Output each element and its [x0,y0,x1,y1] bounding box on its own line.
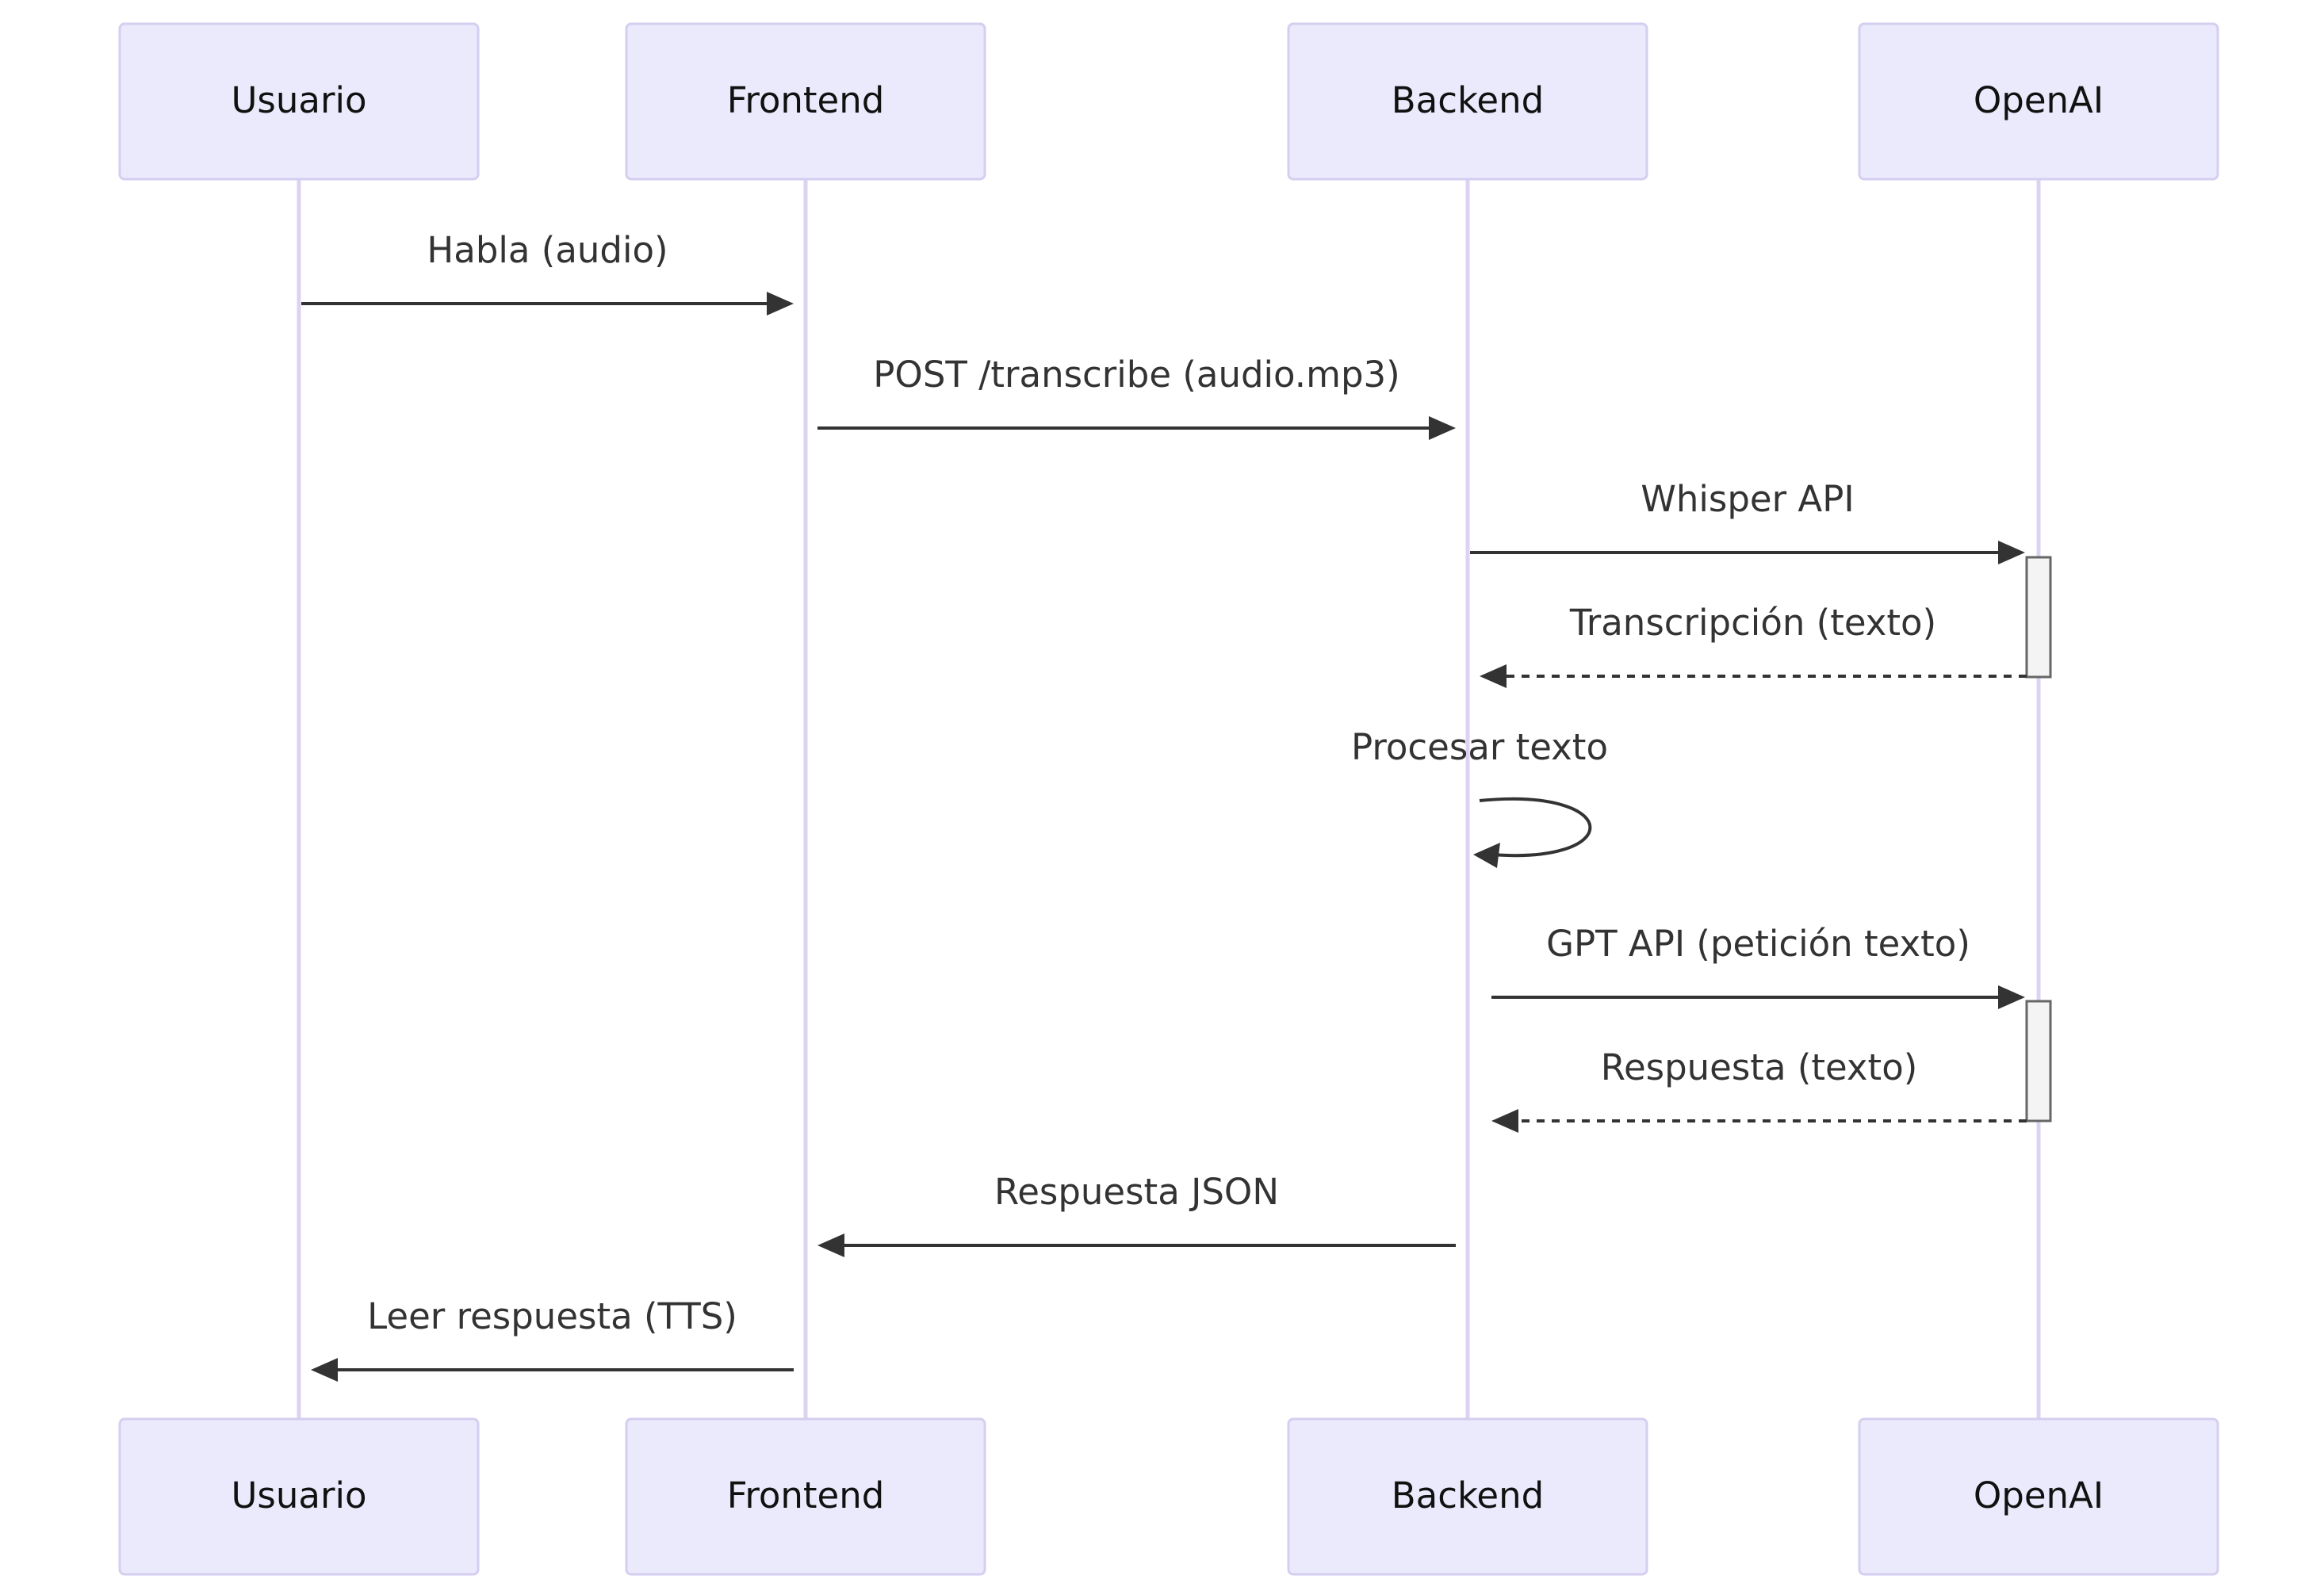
actor-box [1287,1417,1648,1576]
actor-label: Backend [1392,79,1544,121]
actor-label: Backend [1392,1474,1544,1516]
actor-box [118,1417,480,1576]
message-label: Procesar texto [1351,726,1608,768]
actor-backend-bottom: Backend [1287,1417,1648,1576]
message-label: Leer respuesta (TTS) [367,1295,737,1337]
arrowhead [1480,664,1507,688]
actor-label: Usuario [231,79,366,121]
message-1: Habla (audio) [301,229,794,316]
actor-box [1858,22,2219,181]
actor-box [625,1417,986,1576]
message-9: Leer respuesta (TTS) [311,1295,794,1382]
message-label: GPT API (petición texto) [1546,923,1970,965]
arrowhead [1491,1109,1518,1133]
actor-usuario-bottom: Usuario [118,1417,480,1576]
message-label: Transcripción (texto) [1569,602,1936,644]
arrowhead [817,1233,844,1257]
actor-label: Frontend [727,1474,885,1516]
message-8: Respuesta JSON [817,1171,1456,1257]
message-5: Procesar texto [1351,726,1608,868]
actor-frontend-bottom: Frontend [625,1417,986,1576]
activation-bar-1 [2025,556,2052,679]
actor-frontend-top: Frontend [625,22,986,181]
message-label: Whisper API [1641,478,1854,520]
arrowhead [311,1358,338,1382]
activation-bar-2 [2025,1000,2052,1122]
message-label: Respuesta JSON [994,1171,1279,1213]
message-4: Transcripción (texto) [1480,602,2027,688]
message-2: POST /transcribe (audio.mp3) [817,354,1456,440]
arrowhead [1998,541,2025,564]
message-label: POST /transcribe (audio.mp3) [873,354,1399,396]
message-label: Habla (audio) [427,229,668,271]
message-3: Whisper API [1470,478,2025,564]
actor-backend-top: Backend [1287,22,1648,181]
actor-label: Frontend [727,79,885,121]
arrowhead [1429,416,1456,440]
actor-box [1287,22,1648,181]
message-line [1479,797,1592,858]
actor-label: Usuario [231,1474,366,1516]
actor-label: OpenAI [1974,79,2104,121]
arrowhead [1998,985,2025,1009]
message-label: Respuesta (texto) [1601,1046,1918,1088]
actor-openai-bottom: OpenAI [1858,1417,2219,1576]
actor-openai-top: OpenAI [1858,22,2219,181]
actor-box [1858,1417,2219,1576]
actor-usuario-top: Usuario [118,22,480,181]
message-6: GPT API (petición texto) [1491,923,2025,1009]
actor-box [118,22,480,181]
arrowhead [767,292,794,316]
arrowhead [1473,843,1500,868]
message-7: Respuesta (texto) [1491,1046,2027,1133]
actor-label: OpenAI [1974,1474,2104,1516]
actor-box [625,22,986,181]
